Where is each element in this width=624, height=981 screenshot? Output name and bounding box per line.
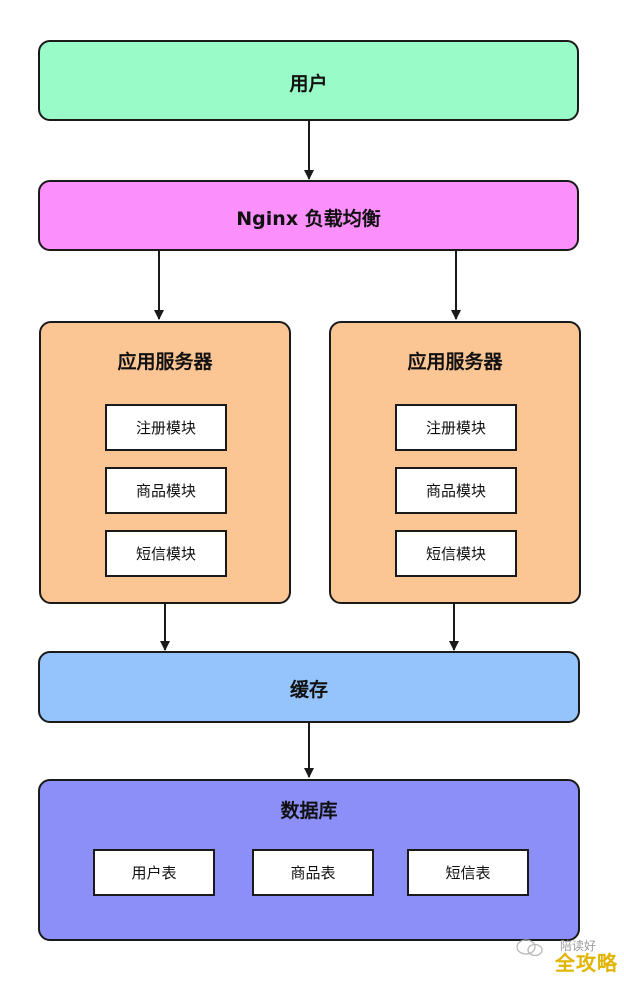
- table-sms: 短信表: [407, 849, 529, 896]
- module-register: 注册模块: [395, 404, 517, 451]
- nginx-node: Nginx 负载均衡: [38, 180, 579, 251]
- database-label: 数据库: [280, 800, 338, 822]
- table-products: 商品表: [252, 849, 374, 896]
- app-server-label: 应用服务器: [407, 351, 503, 373]
- nginx-label: Nginx 负载均衡: [236, 208, 381, 230]
- watermark-text: 陪读好: [559, 939, 596, 953]
- watermark-logo: 全攻略: [555, 951, 618, 975]
- app-server-right: 应用服务器 注册模块 商品模块 短信模块: [329, 321, 581, 604]
- module-product: 商品模块: [395, 467, 517, 514]
- table-users: 用户表: [93, 849, 215, 896]
- user-node: 用户: [38, 40, 579, 121]
- module-register: 注册模块: [105, 404, 227, 451]
- cache-node: 缓存: [38, 651, 580, 723]
- app-server-left: 应用服务器 注册模块 商品模块 短信模块: [39, 321, 291, 604]
- user-label: 用户: [289, 73, 328, 95]
- cache-label: 缓存: [289, 679, 328, 701]
- module-product: 商品模块: [105, 467, 227, 514]
- module-sms: 短信模块: [105, 530, 227, 577]
- app-server-label: 应用服务器: [117, 351, 213, 373]
- module-sms: 短信模块: [395, 530, 517, 577]
- wechat-icon: [516, 939, 543, 957]
- database-node: 数据库 用户表 商品表 短信表: [38, 779, 580, 941]
